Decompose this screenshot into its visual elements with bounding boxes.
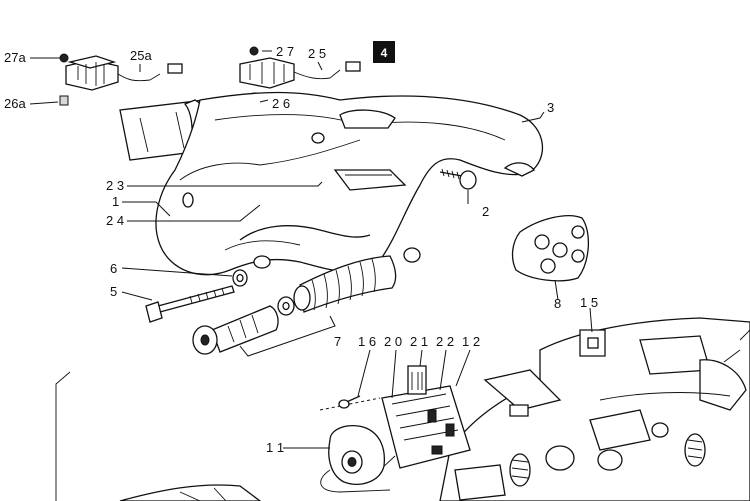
callout-25: 2 5 [308, 46, 326, 61]
callout-27a: 27a [4, 50, 26, 65]
washer-6 [232, 269, 248, 287]
circuit-board [319, 365, 471, 471]
callout-24: 2 4 [106, 213, 124, 228]
callout-8: 8 [554, 296, 561, 311]
callout-2: 2 [482, 204, 489, 219]
callout-27: 2 7 [276, 44, 294, 59]
screw-16 [338, 395, 361, 409]
callout-22: 2 2 [436, 334, 454, 349]
callout-20: 2 0 [384, 334, 402, 349]
callout-23: 2 3 [106, 178, 124, 193]
engine-block [439, 317, 750, 501]
leader-lines [29, 50, 593, 449]
callout-labels: 27a 25a 26a 2 7 2 5 2 6 3 2 3 1 2 4 2 6 … [4, 44, 598, 455]
callout-3: 3 [547, 100, 554, 115]
callout-16: 1 6 [358, 334, 376, 349]
screw-2 [439, 168, 477, 190]
module-assembly-a [59, 53, 183, 106]
bolt-5 [145, 285, 235, 323]
figure-badge-number: 4 [381, 46, 388, 60]
callout-5: 5 [110, 284, 117, 299]
handle-housing [155, 91, 543, 276]
part-8 [511, 215, 590, 282]
callout-12: 1 2 [462, 334, 480, 349]
callout-26: 2 6 [272, 96, 290, 111]
callout-1: 1 [112, 194, 119, 209]
callout-26a: 26a [4, 96, 26, 111]
callout-6: 6 [110, 261, 117, 276]
callout-15: 1 5 [580, 295, 598, 310]
ignition-module-11 [320, 425, 391, 493]
callout-11: 1 1 [266, 440, 284, 455]
figure-badge: 4 [373, 41, 395, 63]
boot-assembly-7 [192, 255, 397, 357]
callout-21: 2 1 [410, 334, 428, 349]
callout-7: 7 [334, 334, 341, 349]
lower-left-parts [55, 371, 262, 501]
callout-25a: 25a [130, 48, 152, 63]
